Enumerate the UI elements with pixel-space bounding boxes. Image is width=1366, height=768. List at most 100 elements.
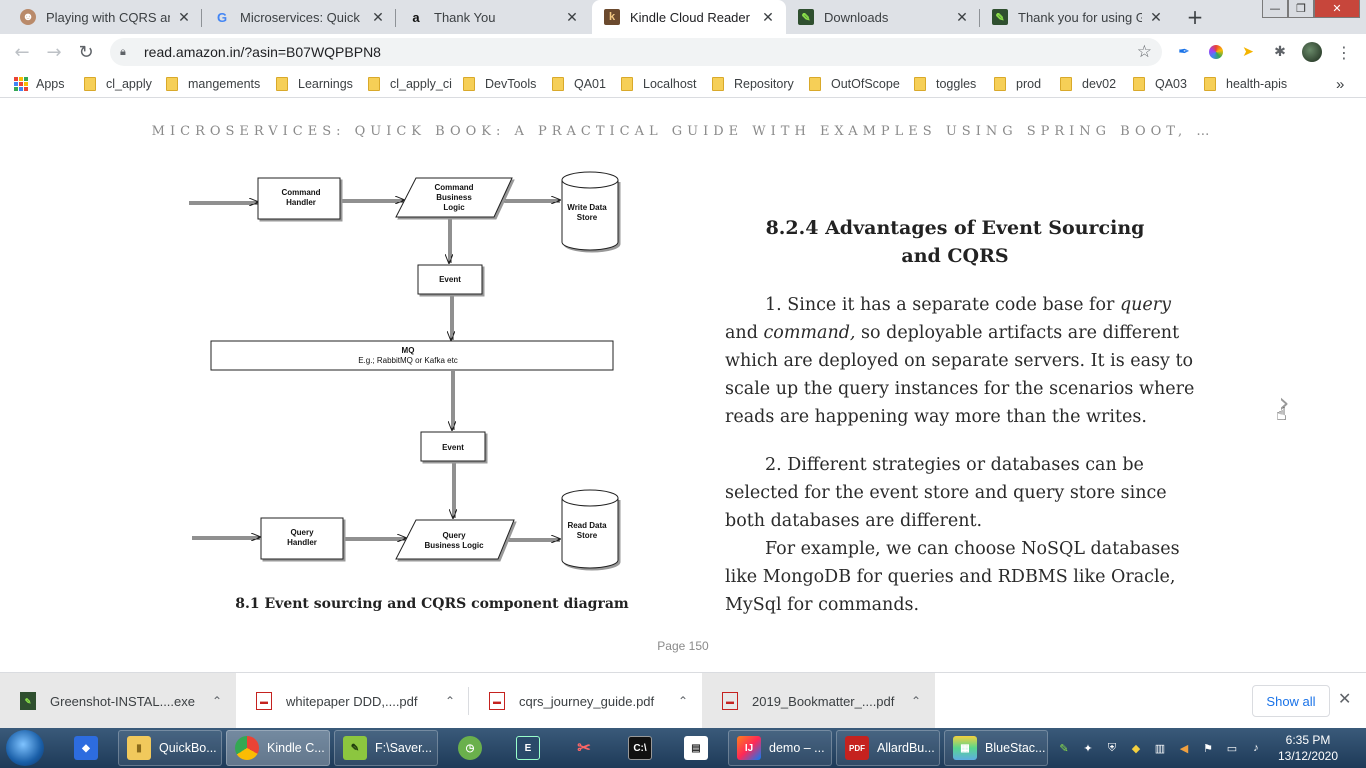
bookmark-folder[interactable]: cl_apply	[84, 75, 152, 93]
tab-downloads[interactable]: ✎ Downloads ✕	[786, 0, 980, 34]
bookmark-folder[interactable]: dev02	[1060, 75, 1116, 93]
speaker-tray-icon[interactable]: ♪	[1253, 742, 1259, 754]
paragraph-1-command: command,	[763, 323, 856, 343]
chrome-icon	[235, 736, 259, 760]
greenshot-tray-icon[interactable]: ✎	[1059, 742, 1069, 755]
bookmark-folder[interactable]: toggles	[914, 75, 976, 93]
window-controls: — ❐ ✕	[1262, 0, 1360, 18]
next-page-chevron-icon[interactable]: ›	[1278, 385, 1290, 419]
taskbar-bluestacks[interactable]: ▦ BlueStac...	[944, 730, 1048, 766]
color-extension-icon[interactable]	[1206, 42, 1226, 62]
chevron-up-icon[interactable]: ⌃	[677, 694, 688, 708]
arrow-extension-icon[interactable]: ➤	[1242, 44, 1254, 60]
bookmark-folder[interactable]: Learnings	[276, 75, 353, 93]
network-tray-icon[interactable]: ▥	[1154, 742, 1166, 755]
tab-thank-you[interactable]: a Thank You ✕	[396, 0, 590, 34]
google-icon: G	[216, 9, 228, 25]
bookmark-label: toggles	[936, 77, 977, 91]
taskbar-clock[interactable]: 6:35 PM 13/12/2020	[1268, 732, 1348, 764]
taskbar-app-generic[interactable]: ◆	[64, 730, 108, 766]
bookmark-folder[interactable]: cl_apply_ci	[368, 75, 452, 93]
bookmark-folder[interactable]: mangements	[166, 75, 260, 93]
stack-tray-icon[interactable]: ◆	[1131, 742, 1141, 755]
taskbar-doc[interactable]: ▤	[676, 730, 716, 766]
tab-greenshot[interactable]: ✎ Thank you for using Gre ✕	[980, 0, 1174, 34]
profile-avatar[interactable]	[1302, 42, 1322, 62]
reload-button[interactable]: ↻	[78, 41, 94, 63]
bookmark-folder[interactable]: health-apis	[1204, 75, 1287, 93]
mq-subtitle: E.g.; RabbitMQ or Kafka etc	[358, 356, 458, 365]
menu-kebab-icon[interactable]: ⋮	[1336, 42, 1352, 62]
display-tray-icon[interactable]: ▭	[1226, 742, 1238, 755]
address-bar[interactable]: 🔒︎ read.amazon.in/?asin=B07WQPBPN8 ☆	[110, 38, 1162, 66]
minimize-button[interactable]: —	[1262, 0, 1288, 18]
amazon-icon: a	[412, 9, 420, 25]
flag-tray-icon[interactable]: ⚑	[1203, 742, 1213, 755]
command-logic-label-1: Command	[434, 183, 473, 192]
bookmark-folder[interactable]: Repository	[712, 75, 794, 93]
taskbar-label: BlueStac...	[985, 741, 1046, 755]
start-button[interactable]	[6, 730, 44, 766]
taskbar-notepad[interactable]: ✎ F:\Saver...	[334, 730, 438, 766]
bookmark-label: OutOfScope	[831, 77, 900, 91]
close-icon[interactable]: ✕	[762, 8, 774, 25]
download-item[interactable]: ▬ cqrs_journey_guide.pdf ⌃	[469, 673, 702, 729]
taskbar-clock-app[interactable]: ◷	[450, 730, 490, 766]
close-icon[interactable]: ✕	[1150, 8, 1162, 25]
close-icon[interactable]: ✕	[372, 8, 384, 25]
query-handler-label-1: Query	[290, 528, 314, 537]
folder-icon	[1204, 77, 1216, 91]
bookmark-apps[interactable]: Apps	[14, 75, 65, 93]
bookmark-folder[interactable]: OutOfScope	[809, 75, 900, 93]
query-logic-label-1: Query	[442, 531, 466, 540]
new-tab-button[interactable]: +	[1186, 5, 1204, 29]
taskbar-pdf[interactable]: PDF AllardBu...	[836, 730, 940, 766]
close-icon[interactable]: ✕	[956, 8, 968, 25]
maximize-button[interactable]: ❐	[1288, 0, 1314, 18]
paragraph-2: 2. Different strategies or databases can…	[725, 455, 1167, 531]
download-item[interactable]: ▬ 2019_Bookmatter_....pdf ⌃	[702, 673, 935, 729]
section-heading-line-1: 8.2.4 Advantages of Event Sourcing	[765, 217, 1145, 239]
bookmarks-overflow-icon[interactable]: »	[1336, 75, 1345, 93]
tab-kindle-cloud-reader[interactable]: k Kindle Cloud Reader ✕	[592, 0, 786, 34]
extensions-puzzle-icon[interactable]: ✱	[1274, 44, 1286, 60]
bookmark-folder[interactable]: QA03	[1133, 75, 1187, 93]
folder-icon	[1133, 77, 1145, 91]
back-button[interactable]: ←	[14, 41, 30, 63]
taskbar-intellij[interactable]: IJ demo – ...	[728, 730, 832, 766]
chevron-up-icon[interactable]: ⌃	[211, 694, 222, 708]
taskbar-snipping[interactable]: ✂	[564, 730, 604, 766]
bookmarks-bar: Apps cl_apply mangements Learnings cl_ap…	[0, 70, 1366, 98]
chevron-up-icon[interactable]: ⌃	[910, 694, 921, 708]
bookmark-folder[interactable]: DevTools	[463, 75, 536, 93]
hand-cursor-icon: ☝	[1276, 404, 1287, 425]
bookmark-folder[interactable]: prod	[994, 75, 1041, 93]
tab-cqrs[interactable]: ☻ Playing with CQRS and E ✕	[8, 0, 202, 34]
taskbar-cmd[interactable]: C:\	[620, 730, 660, 766]
close-icon[interactable]: ✕	[178, 8, 190, 25]
close-icon[interactable]: ✕	[1338, 691, 1352, 708]
window-close-button[interactable]: ✕	[1314, 0, 1360, 18]
download-item[interactable]: ✎ Greenshot-INSTAL....exe ⌃	[0, 673, 236, 729]
close-icon[interactable]: ✕	[566, 8, 578, 25]
show-all-button[interactable]: Show all	[1252, 685, 1330, 717]
taskbar-editor[interactable]: E	[508, 730, 548, 766]
bluetooth-tray-icon[interactable]: ✦	[1083, 742, 1093, 755]
taskbar-label: AllardBu...	[877, 741, 935, 755]
chevron-up-icon[interactable]: ⌃	[444, 694, 455, 708]
bookmark-star-icon[interactable]: ☆	[1136, 42, 1152, 62]
volume-tray-icon[interactable]: ◀	[1179, 742, 1189, 755]
download-item[interactable]: ▬ whitepaper DDD,....pdf ⌃	[236, 673, 469, 729]
bookmark-label: Localhost	[643, 77, 697, 91]
tab-microservices[interactable]: G Microservices: Quick Boo ✕	[202, 0, 396, 34]
taskbar-chrome[interactable]: Kindle C...	[226, 730, 330, 766]
notepad-icon: ✎	[343, 736, 367, 760]
pen-extension-icon[interactable]: ✒	[1178, 44, 1190, 60]
bookmark-folder[interactable]: QA01	[552, 75, 606, 93]
shield-tray-icon[interactable]: ⛨	[1107, 741, 1117, 754]
bookmark-label: Repository	[734, 77, 794, 91]
forward-button[interactable]: →	[46, 41, 62, 63]
taskbar-explorer[interactable]: ▮ QuickBo...	[118, 730, 222, 766]
folder-icon	[84, 77, 96, 91]
bookmark-folder[interactable]: Localhost	[621, 75, 697, 93]
